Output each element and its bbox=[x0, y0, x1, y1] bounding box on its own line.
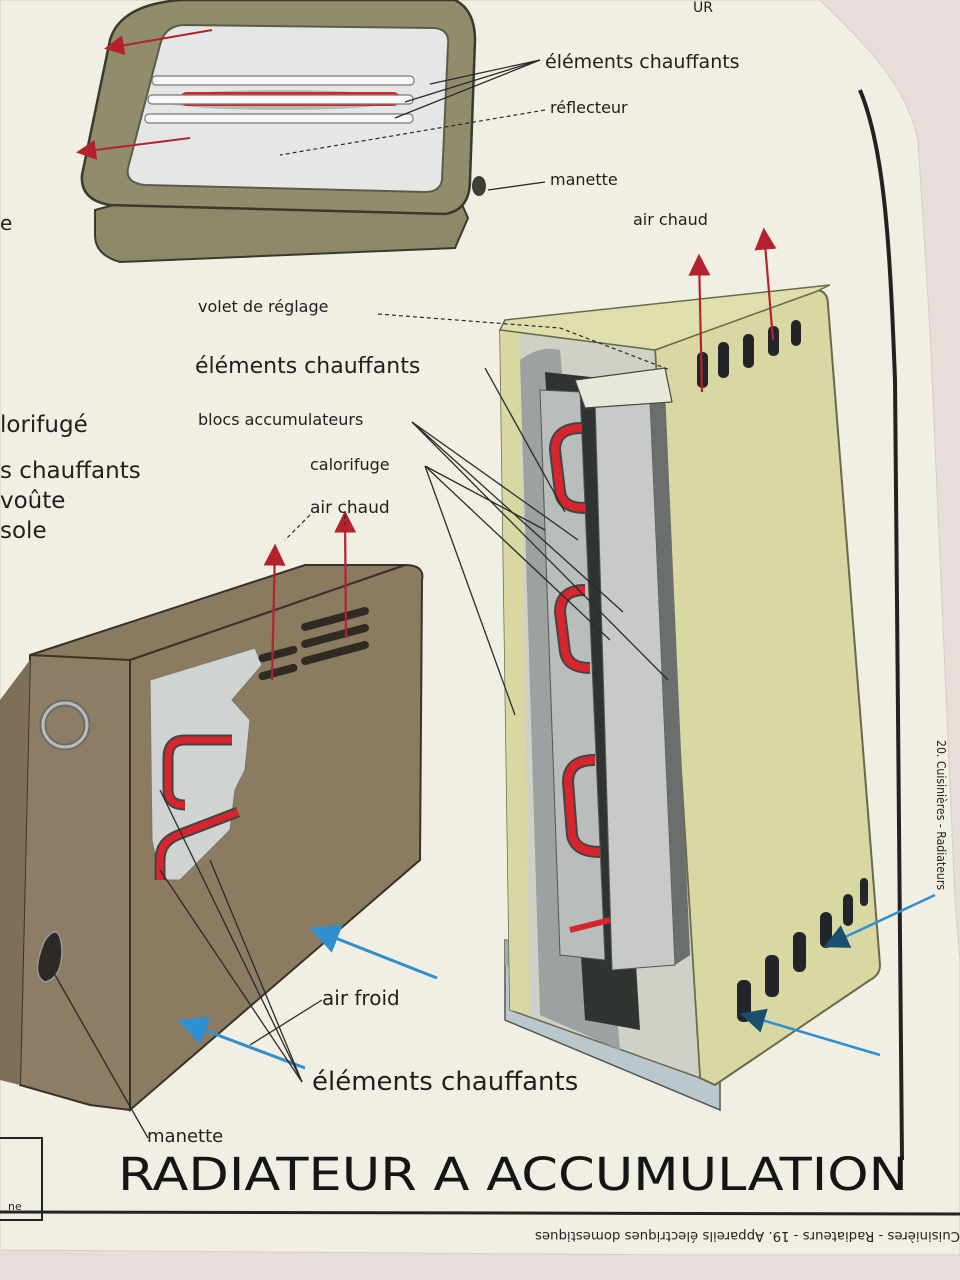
storage-heater bbox=[498, 284, 882, 1112]
convector-label-heating-elements: éléments chauffants bbox=[312, 1067, 578, 1097]
tall-label-insulation: calorifuge bbox=[310, 455, 390, 474]
partial-label-heating: s chauffants bbox=[0, 458, 141, 484]
convector-label-cold-air: air froid bbox=[322, 986, 400, 1010]
knob-icon bbox=[472, 176, 486, 196]
cold-air-arrow-convector-1 bbox=[309, 924, 438, 980]
convector-label-hot-air: air chaud bbox=[310, 498, 390, 518]
poster-title: RADIATEUR A ACCUMULATION bbox=[118, 1148, 908, 1201]
top-label-heating-elements: éléments chauffants bbox=[545, 51, 740, 73]
reflector-heater bbox=[80, 0, 486, 264]
top-label-reflector: réflecteur bbox=[550, 98, 628, 117]
tall-label-shutter: volet de réglage bbox=[198, 297, 328, 316]
partial-label-vault: voûte bbox=[0, 488, 65, 514]
hot-air-arrow-tall-1 bbox=[688, 253, 711, 393]
partial-label-left: e bbox=[0, 211, 12, 235]
convector-knob-icon bbox=[36, 931, 63, 983]
tall-label-heating-elements: éléments chauffants bbox=[195, 354, 420, 379]
convector-label-knob: manette bbox=[147, 1126, 223, 1147]
top-label-knob: manette bbox=[550, 170, 618, 189]
cold-air-arrow-tall-2 bbox=[740, 1008, 881, 1057]
hot-air-arrow-convector-2 bbox=[334, 510, 357, 639]
cold-air-arrow-tall-1 bbox=[823, 893, 936, 948]
convector-radiator bbox=[0, 563, 424, 1113]
radiant-heat-arrow-1 bbox=[104, 29, 213, 56]
tall-label-storage-blocks: blocs accumulateurs bbox=[198, 410, 363, 429]
side-vertical-text: 20. Cuisinières - Radiateurs bbox=[934, 740, 948, 890]
cold-air-arrow-convector-2 bbox=[177, 1016, 306, 1070]
poster-border-line bbox=[858, 89, 904, 1161]
partial-label-sole: sole bbox=[0, 518, 47, 544]
tall-label-hot-air: air chaud bbox=[633, 210, 708, 229]
partial-label-insulated: lorifugé bbox=[0, 412, 88, 438]
radiant-heat-arrow-2 bbox=[76, 137, 191, 160]
partial-label-top: UR bbox=[693, 0, 713, 16]
footer-upside-down: Cuisinières - Radiateurs - 19. Appareils… bbox=[535, 1228, 960, 1243]
hot-air-arrow-convector-1 bbox=[263, 543, 286, 681]
corner-fragment: ne bbox=[8, 1200, 22, 1213]
hot-air-arrow-tall-2 bbox=[754, 227, 777, 341]
